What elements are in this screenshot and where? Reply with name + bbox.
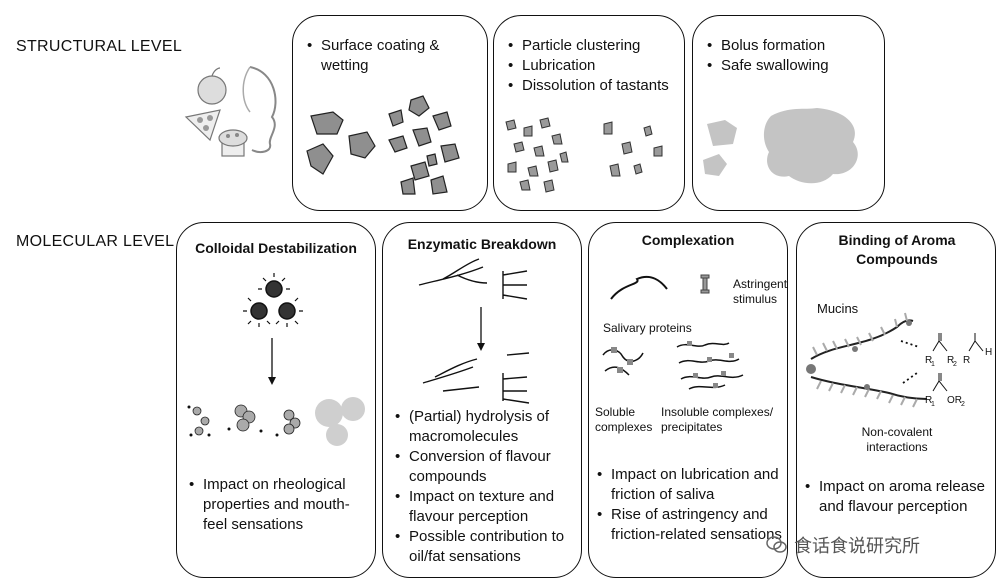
structural-card-surface-coating: Surface coating &wetting [292, 15, 488, 211]
svg-text:H: H [985, 347, 992, 358]
bullet-item: (Partial) hydrolysis of macromolecules [393, 407, 579, 447]
bullet-item: Possible contribution to oil/fat sensati… [393, 527, 579, 567]
bullet-item: Rise of astringency and friction-related… [595, 505, 783, 545]
bullet-item: Impact on lubrication and friction of sa… [595, 465, 783, 505]
molecular-level-label: MOLECULAR LEVEL [16, 233, 175, 250]
bullet-item: Conversion of flavour compounds [393, 447, 579, 487]
svg-text:OR: OR [947, 395, 962, 406]
astringent-label: Astringent stimulus [733, 277, 788, 306]
svg-text:R: R [925, 355, 932, 366]
svg-text:R: R [963, 355, 970, 366]
bullet-item: Safe swallowing [705, 56, 883, 76]
structural-card-bolus-formation: Bolus formation Safe swallowing [692, 15, 885, 211]
bullet-item: Impact on texture and flavour perception [393, 487, 579, 527]
bullet-item: Surface coating &wetting [305, 36, 481, 76]
bolus-illustration [703, 108, 858, 184]
watermark: 食话食说研究所 [766, 532, 920, 558]
mucins-label: Mucins [817, 301, 859, 316]
wechat-icon [766, 536, 787, 553]
micelles-illustration [187, 273, 365, 446]
molecular-card-colloidal: Colloidal Destabilization Impact on rheo… [176, 222, 376, 578]
bullet-item: Lubrication [506, 56, 684, 76]
molecular-card-complexation: Complexation Astringent stimulus Salivar… [588, 222, 788, 578]
molecular-card-enzymatic: Enzymatic Breakdown (Partial) hydrolysis… [382, 222, 582, 578]
bullet-item: Dissolution of tastants [506, 76, 684, 96]
food-face-illustration [184, 66, 277, 157]
bullet-item: Impact on rheological properties and mou… [187, 475, 369, 535]
svg-text:2: 2 [961, 401, 965, 408]
clustering-illustration [505, 117, 663, 193]
bullet-item: Particle clustering [506, 36, 684, 56]
enzymatic-illustration [418, 258, 530, 404]
svg-text:R: R [925, 395, 932, 406]
salivary-proteins-label: Salivary proteins [603, 321, 692, 335]
card-title: Colloidal Destabilization [195, 240, 357, 256]
bullet-item: Bolus formation [705, 36, 883, 56]
bullet-item: Impact on aroma release and flavour perc… [803, 477, 993, 517]
noncovalent-label: Non-covalent interactions [861, 425, 933, 454]
card-title: Enzymatic Breakdown [407, 236, 557, 252]
svg-text:1: 1 [931, 401, 935, 408]
svg-text:R: R [947, 355, 954, 366]
card-title: Complexation [641, 232, 735, 248]
complexation-illustration [602, 274, 744, 390]
card-title: Binding of Aroma Compounds [838, 232, 956, 267]
svg-text:1: 1 [931, 361, 935, 368]
structural-card-particle-clustering: Particle clustering Lubrication Dissolut… [493, 15, 685, 211]
svg-text:2: 2 [953, 361, 957, 368]
structural-level-label: STRUCTURAL LEVEL [16, 38, 183, 55]
particles-illustration [306, 95, 460, 195]
watermark-text: 食话食说研究所 [794, 536, 920, 557]
insoluble-complexes-label: Insoluble complexes/ precipitates [661, 405, 774, 434]
soluble-complexes-label: Soluble complexes [595, 405, 653, 434]
